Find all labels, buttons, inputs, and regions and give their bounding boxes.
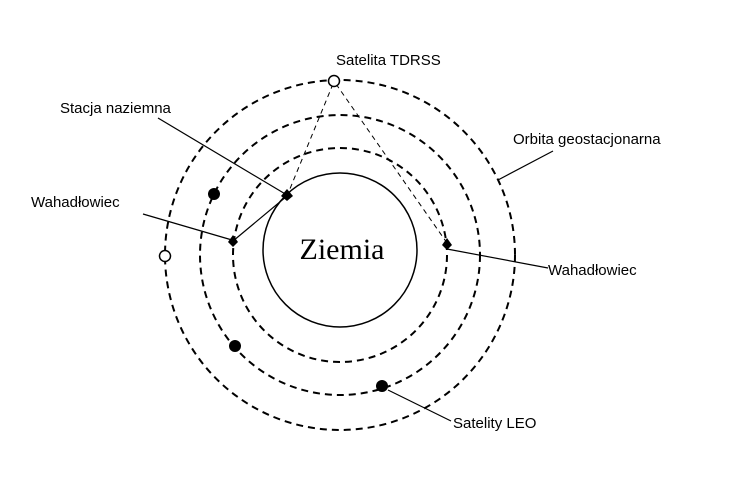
earth-circle bbox=[262, 172, 418, 328]
shuttle-left-leader bbox=[142, 213, 233, 241]
leo-satellite bbox=[376, 380, 388, 392]
tdrss-link-ground bbox=[286, 83, 334, 197]
ground-station-marker bbox=[281, 189, 293, 201]
earth-label: Ziemia bbox=[300, 233, 385, 266]
shuttle-left-label: Wahadłowiec bbox=[31, 194, 120, 211]
shuttle-right-marker bbox=[442, 238, 452, 250]
leo-leader bbox=[387, 389, 452, 422]
shuttle-right-leader bbox=[446, 248, 549, 269]
geostationary-orbit bbox=[164, 79, 516, 431]
tdrss-label: Satelita TDRSS bbox=[336, 52, 441, 69]
shuttle-left-marker bbox=[228, 235, 238, 247]
ground-shuttle-link bbox=[232, 195, 288, 242]
tdrss-satellite-left bbox=[158, 249, 172, 263]
tdrss-satellite-top bbox=[327, 74, 341, 88]
leo-satellite bbox=[229, 340, 241, 352]
ground-station-label: Stacja naziemna bbox=[60, 100, 172, 117]
geo-orbit-leader bbox=[497, 150, 554, 181]
ground-station-leader bbox=[157, 117, 288, 196]
leo-satellite bbox=[208, 188, 220, 200]
leo-orbit bbox=[232, 147, 448, 363]
geo-orbit-label: Orbita geostacjonarna bbox=[513, 131, 661, 148]
shuttle-right-label: Wahadłowiec bbox=[548, 262, 637, 279]
leo-label: Satelity LEO bbox=[453, 415, 536, 432]
